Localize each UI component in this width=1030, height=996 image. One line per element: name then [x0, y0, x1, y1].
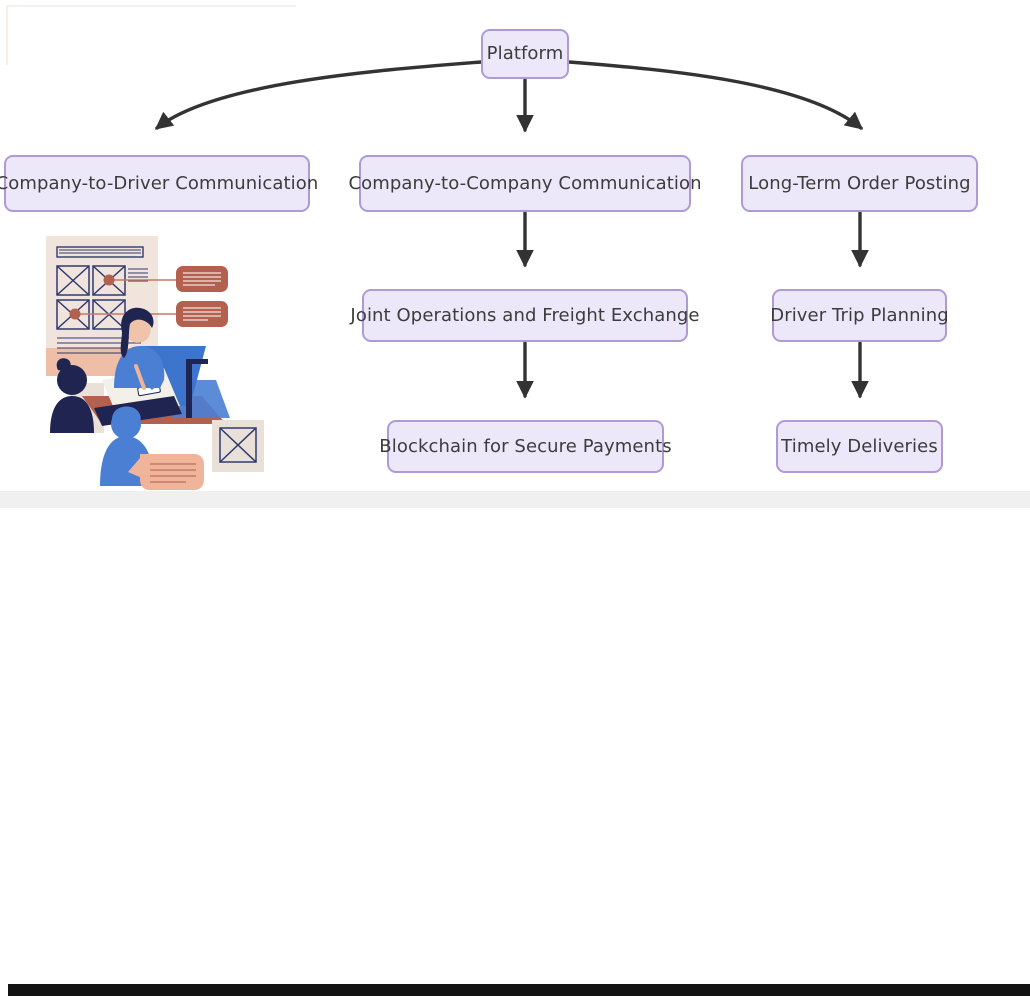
person-silhouette-bun: [56, 358, 71, 372]
edge-platform-to-lto: [567, 60, 864, 130]
node-timely-deliveries-label: Timely Deliveries: [781, 435, 938, 457]
node-long-term-order-posting[interactable]: Long-Term Order Posting: [741, 155, 978, 212]
monitor-stand-arm: [186, 359, 208, 418]
node-company-to-company-communication-label: Company-to-Company Communication: [348, 172, 702, 194]
edge-platform-to-c2d: [154, 60, 483, 130]
person-designer-arm: [144, 360, 159, 390]
node-joint-operations-freight-exchange-label: Joint Operations and Freight Exchange: [350, 304, 700, 326]
node-long-term-order-posting-label: Long-Term Order Posting: [748, 172, 971, 194]
node-company-to-company-communication[interactable]: Company-to-Company Communication: [348, 155, 701, 212]
wireframe-header-lines: [59, 249, 141, 254]
person-front-hair: [112, 406, 141, 424]
annotation-dot-2: [69, 308, 81, 320]
annotation-dot-1: [103, 274, 115, 286]
node-company-to-driver-communication[interactable]: Company-to-Driver Communication: [0, 155, 318, 212]
person-designer-hair: [120, 307, 154, 358]
annotation-callout-2-lines: [183, 307, 221, 321]
node-company-to-driver-communication-label: Company-to-Driver Communication: [0, 172, 319, 194]
horizontal-scrollbar-thumb[interactable]: [8, 984, 1030, 996]
team-collaboration-wireframe-illustration: [46, 236, 264, 490]
annotation-callout-2: [176, 301, 228, 327]
page-edge-left: [6, 5, 8, 65]
speech-bubble-tail: [128, 458, 142, 478]
page-edge-top: [6, 5, 296, 7]
node-platform[interactable]: Platform: [481, 29, 569, 79]
node-driver-trip-planning[interactable]: Driver Trip Planning: [770, 289, 949, 342]
node-timely-deliveries[interactable]: Timely Deliveries: [776, 420, 943, 473]
node-blockchain-secure-payments[interactable]: Blockchain for Secure Payments: [379, 420, 672, 473]
node-driver-trip-planning-label: Driver Trip Planning: [770, 304, 949, 326]
wireframe-side-text-lines: [128, 268, 148, 282]
speech-bubble: [140, 454, 204, 490]
person-designer-pencil: [134, 364, 146, 390]
horizontal-scrollbar-track[interactable]: [0, 491, 1030, 996]
person-silhouette-head: [57, 365, 87, 395]
diagram-canvas: Platform Company-to-Driver Communication…: [0, 5, 1030, 996]
node-blockchain-secure-payments-label: Blockchain for Secure Payments: [379, 435, 672, 457]
annotation-callout-1-lines: [183, 272, 221, 286]
annotation-callout-1: [176, 266, 228, 292]
person-silhouette-body: [50, 396, 94, 433]
node-platform-label: Platform: [486, 43, 564, 65]
speech-bubble-text-lines: [150, 463, 196, 483]
wireframe-header-bar: [56, 246, 144, 258]
thumbnail-crossed-box: [219, 427, 257, 463]
node-joint-operations-freight-exchange[interactable]: Joint Operations and Freight Exchange: [350, 289, 699, 342]
